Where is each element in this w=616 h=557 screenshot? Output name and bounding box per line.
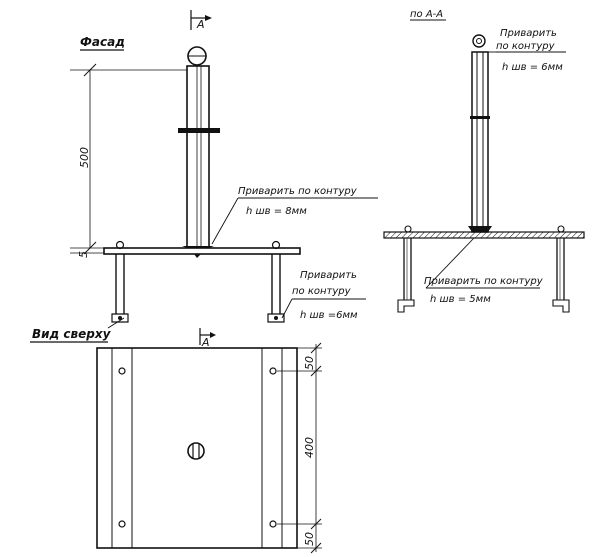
section-weld-plate-line1: Приварить по контуру [424,276,544,287]
section-mark-bottom: А [199,328,216,349]
section-weld-note-plate: Приварить по контуру h шв = 5мм [424,237,544,305]
top-view: Вид сверху А [30,317,322,554]
dim-height-label: 500 [78,147,91,168]
dim-plate-label: 5 [77,251,90,258]
section-leg-right [552,225,570,313]
section-mark-top: А [190,10,212,31]
weld-note-post: Приварить по контуру h шв = 8мм [211,186,378,245]
section-post [471,51,489,233]
section-lifting-eye [472,34,486,48]
dimension-5: 5 [70,247,105,258]
facade-title: Фасад [80,35,125,49]
section-base-plate [383,231,585,239]
section-weld-plate-line2: h шв = 5мм [430,294,491,305]
vertical-post [186,65,210,249]
weld-leg-line2: по контуру [292,286,352,297]
plan-post [187,442,205,460]
plan-bolt-hole [118,520,126,528]
section-view: по А-А [383,9,585,313]
leg-left [111,254,129,323]
weld-post-line2: h шв = 8мм [246,206,307,217]
dimension-500: 500 [70,63,187,255]
section-weld-eye-line2: по контуру [496,41,556,52]
bolt-head-left [115,240,125,250]
section-weld-note-eye: Приварить по контуру h шв = 6мм [486,28,566,73]
base-plate [103,247,301,255]
weld-post-line1: Приварить по контуру [238,186,358,197]
plan-dim-middle: 400 [303,437,316,458]
plan-bolt-hole [118,367,126,375]
plan-dim-top: 50 [303,356,316,370]
leg-right [267,254,285,323]
section-weld-eye-line1: Приварить [500,28,557,39]
weld-leg-line1: Приварить [300,270,357,281]
plan-base-plate [96,347,298,549]
top-view-title: Вид сверху [32,327,112,341]
section-mark-bottom-letter: А [201,336,210,349]
section-weld-eye-line3: h шв = 6мм [502,62,563,73]
section-leg-left [397,225,415,313]
plan-dim-bottom: 50 [303,532,316,546]
plan-bolt-hole [269,520,277,528]
weld-note-leg: Приварить по контуру h шв =6мм [281,270,366,321]
bolt-head-right [271,240,281,250]
plan-bolt-hole [269,367,277,375]
facade-view: Фасад А 500 5 [70,10,378,323]
post-collar [178,128,220,133]
plan-dimensions: 50 400 50 [277,342,322,554]
weld-leg-line3: h шв =6мм [300,310,358,321]
section-mark-letter: А [196,18,205,31]
section-title: по А-А [410,9,443,20]
